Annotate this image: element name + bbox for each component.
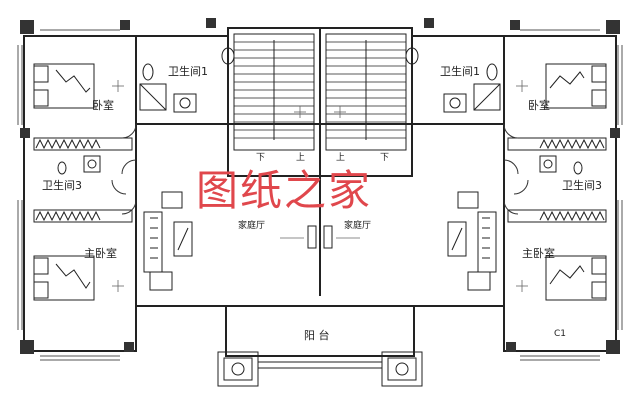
corner-pillars — [20, 18, 620, 354]
room-label-master-left: 主卧室 — [84, 247, 117, 260]
room-label-bedroom-left: 卧室 — [92, 99, 114, 112]
room-label-bedroom-right: 卧室 — [528, 99, 550, 112]
watermark-text: 图纸之家 — [196, 166, 373, 215]
stair-right-up-label: 上 — [336, 153, 346, 163]
living-furniture — [143, 191, 497, 291]
room-label-bath3-left: 卫生间3 — [42, 179, 82, 192]
window-tag-c1: C1 — [554, 329, 567, 339]
stair-left-down-label: 下 — [256, 153, 266, 163]
room-label-family-left: 家庭厅 — [238, 221, 266, 231]
room-label-family-right: 家庭厅 — [344, 221, 372, 231]
beds — [33, 63, 607, 301]
outer-walls — [23, 27, 617, 357]
room-label-bath-top-right: 卫生间1 — [440, 65, 480, 78]
room-label-bath-top-left: 卫生间1 — [168, 65, 208, 78]
stair-left-up-label: 上 — [296, 153, 306, 163]
light-fixtures — [112, 80, 528, 292]
door-swings — [111, 123, 529, 215]
balcony-ornaments — [217, 351, 423, 387]
room-label-master-right: 主卧室 — [522, 247, 555, 260]
bath-fixtures — [57, 47, 583, 175]
room-label-bath3-right: 卫生间3 — [562, 179, 602, 192]
wardrobe-strips — [33, 137, 607, 223]
windows — [17, 29, 623, 361]
stair-right-down-label: 下 — [380, 153, 390, 163]
stair-steps — [234, 41, 406, 139]
room-label-balcony: 阳 台 — [304, 329, 330, 342]
